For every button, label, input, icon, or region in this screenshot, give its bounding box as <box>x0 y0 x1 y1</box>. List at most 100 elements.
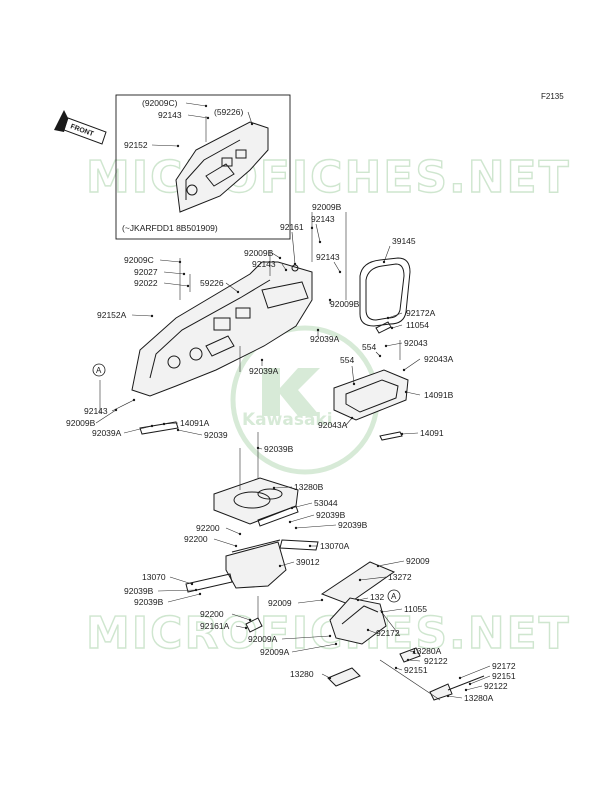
part-number-label: 39012 <box>296 557 320 567</box>
callout-leader-line <box>469 675 491 685</box>
callout-leader-line <box>163 271 185 275</box>
callout-leader-line <box>177 429 203 436</box>
callout-anchor-dot <box>310 226 314 230</box>
part-number-label: 92039 <box>204 430 228 440</box>
part-callout: 554 <box>340 355 356 386</box>
part-number-label: 92172 <box>492 661 516 671</box>
part-callout: 59226 <box>200 278 240 294</box>
callout-leader-line <box>297 599 323 604</box>
callout-anchor-dot <box>293 262 297 266</box>
part-number-label: 14091B <box>424 390 454 400</box>
part-number-label: 92122 <box>484 681 508 691</box>
callout-anchor-dot <box>150 424 154 428</box>
part-callout: 92027 <box>134 267 186 277</box>
kawasaki-logo-watermark: Kawasaki <box>230 325 380 475</box>
callout-anchor-dot <box>380 610 384 614</box>
callout-leader-line <box>131 314 153 317</box>
part-callout: 92043 <box>384 338 428 348</box>
cup-holder-ring <box>233 491 271 509</box>
part-callout: 39012 <box>278 557 320 568</box>
part-callout: 13280B <box>272 482 324 492</box>
callout-anchor-dot <box>248 618 252 622</box>
part-callout: 13280A <box>409 646 442 656</box>
pad-13280 <box>327 667 361 687</box>
watermark-top: MICROFICHES.NET <box>86 152 571 203</box>
callout-anchor-dot <box>400 432 404 436</box>
callout-leader-line <box>333 261 341 273</box>
part-callout: 92122 <box>406 656 448 666</box>
part-number-label: 92200 <box>196 523 220 533</box>
callout-anchor-dot <box>402 368 406 372</box>
part-number-label: 92009A <box>248 634 278 644</box>
callout-anchor-dot <box>186 284 190 288</box>
callout-leader-line <box>187 114 209 119</box>
callout-leader-line <box>281 263 287 271</box>
part-callout: 92043A <box>318 416 354 430</box>
callout-anchor-dot <box>198 592 202 596</box>
part-number-label: 92039B <box>134 597 164 607</box>
callout-anchor-dot <box>376 564 380 568</box>
callout-anchor-dot <box>318 240 322 244</box>
callout-leader-line <box>367 629 377 634</box>
part-number-label: 92039A <box>310 334 340 344</box>
part-callout: (59226) <box>214 107 254 126</box>
callout-anchor-dot <box>250 122 254 126</box>
part-callout: 92151 <box>394 665 428 675</box>
pad-13280A-lower <box>429 683 453 701</box>
glove-box-lid-39145 <box>359 257 411 327</box>
callout-anchor-dot <box>350 416 354 420</box>
callout-anchor-dot <box>234 544 238 548</box>
ref-marker-a-right: A <box>387 589 401 603</box>
part-callout: 92151 <box>468 671 516 686</box>
part-number-label: 92039B <box>338 520 368 530</box>
part-callout: 92009C <box>124 255 182 265</box>
callout-anchor-dot <box>358 578 362 582</box>
part-number-label: 92200 <box>200 609 224 619</box>
part-number-label: 92143 <box>316 252 340 262</box>
part-callout: 92143 <box>84 398 136 416</box>
part-callout: 92009B <box>66 408 118 428</box>
callout-leader-line <box>391 324 403 329</box>
part-callout: 92039A <box>310 328 340 344</box>
part-callout: 39145 <box>382 236 416 264</box>
part-callout: 92039B <box>256 444 294 454</box>
callout-anchor-dot <box>278 256 282 260</box>
part-callout: 11054 <box>390 320 429 330</box>
inset-serial-note: (~JKARFDD1 8B501909) <box>122 223 218 233</box>
callout-leader-line <box>225 527 241 535</box>
part-callout: 92009 <box>268 598 324 608</box>
part-callout: 554 <box>362 342 382 358</box>
callout-leader-line <box>359 576 387 581</box>
part-callout: 92039A <box>92 424 154 438</box>
part-number-label: 92152 <box>124 140 148 150</box>
part-callout: 92152 <box>124 140 180 150</box>
part-number-label: 13070A <box>320 541 350 551</box>
callout-leader-line <box>381 608 403 613</box>
callout-anchor-dot <box>256 446 260 450</box>
part-number-label: 92039A <box>92 428 122 438</box>
callout-anchor-dot <box>278 564 282 568</box>
callout-anchor-dot <box>334 642 338 646</box>
part-number-label: 92143 <box>84 406 108 416</box>
part-callout: 92043A <box>402 354 454 372</box>
part-callout: 92161 <box>280 222 304 266</box>
inset-frame <box>115 94 291 240</box>
part-callout: 92152A <box>97 310 154 320</box>
part-callout: 92143 <box>311 214 335 244</box>
callout-anchor-dot <box>132 398 136 402</box>
callout-leader-line <box>289 514 315 523</box>
callout-leader-line <box>157 589 197 592</box>
callout-leader-line <box>273 486 293 489</box>
part-callout: 92172 <box>366 628 400 638</box>
part-callout: 92039B <box>124 586 198 596</box>
callout-leader-line <box>163 282 189 287</box>
callout-anchor-dot <box>328 676 332 680</box>
callout-leader-line <box>291 502 313 509</box>
part-number-label: 132 <box>370 592 384 602</box>
callout-anchor-dot <box>394 666 398 670</box>
part-callout: 92009 <box>376 556 430 568</box>
part-number-label: 13070 <box>142 572 166 582</box>
part-number-label: 92043A <box>424 354 454 364</box>
callout-anchor-dot <box>366 628 370 632</box>
callout-leader-line <box>247 111 253 125</box>
